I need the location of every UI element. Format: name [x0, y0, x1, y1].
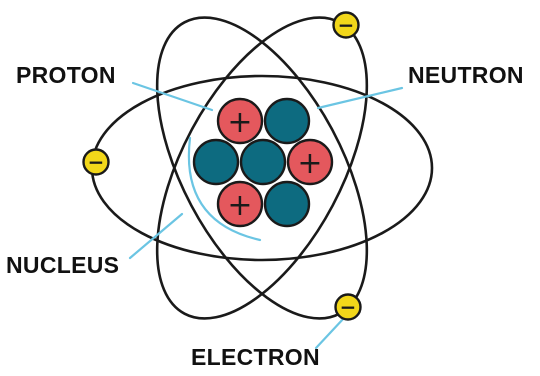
proton-charge-icon: + — [297, 146, 322, 181]
electron-charge-icon: − — [340, 295, 357, 319]
nucleus-label: NUCLEUS — [6, 252, 119, 279]
neutron — [265, 182, 309, 226]
proton-label: PROTON — [16, 62, 116, 89]
electron-label: ELECTRON — [191, 344, 320, 371]
neutron — [241, 140, 285, 184]
neutron — [194, 140, 238, 184]
neutron-pointer — [318, 88, 402, 108]
proton-charge-icon: + — [227, 188, 252, 223]
neutron-label: NEUTRON — [408, 62, 524, 89]
electron-charge-icon: − — [338, 13, 355, 37]
proton-pointer — [133, 83, 212, 110]
proton-charge-icon: + — [227, 105, 252, 140]
electron-pointer — [316, 318, 344, 348]
neutron — [265, 99, 309, 143]
electron-charge-icon: − — [88, 150, 105, 174]
